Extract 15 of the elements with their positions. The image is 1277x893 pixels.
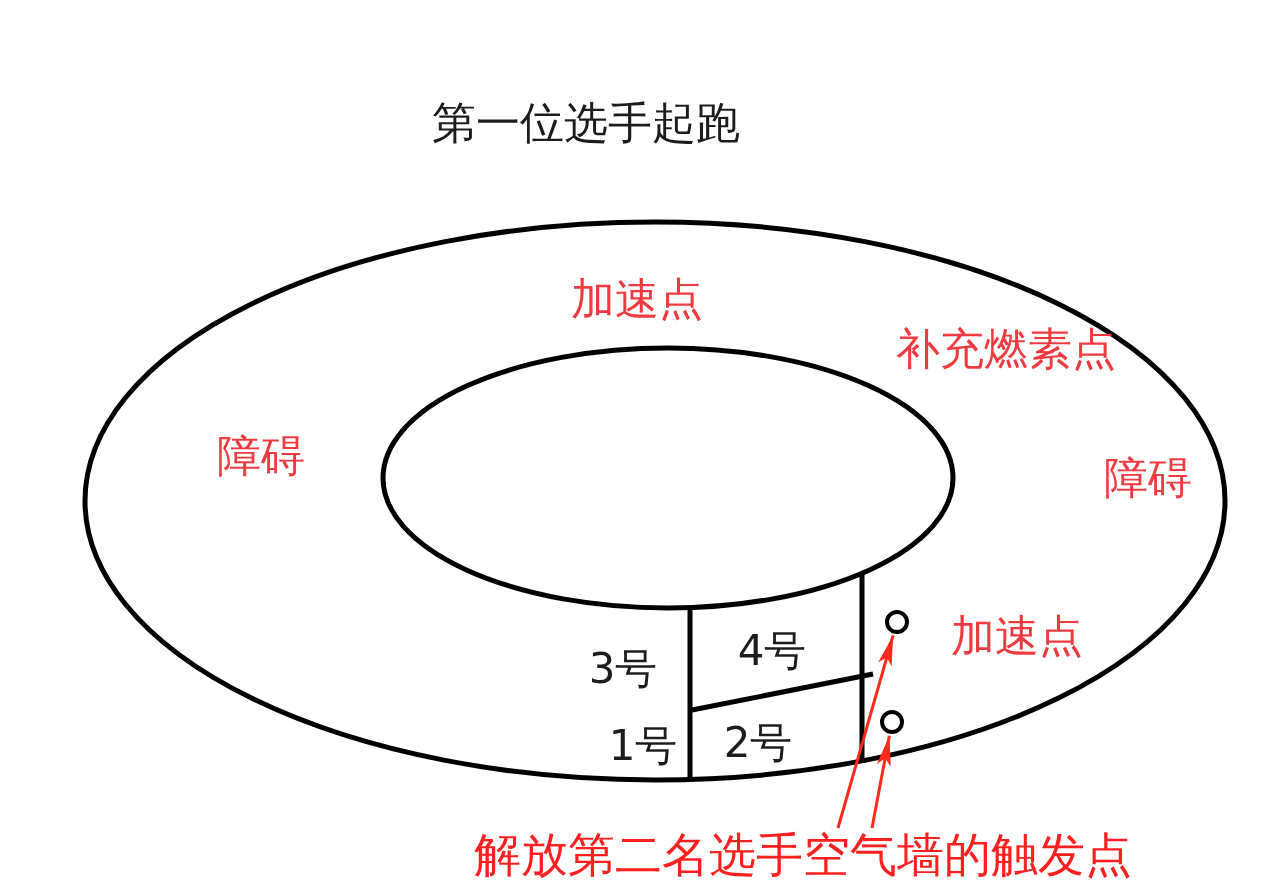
- area-label: 障碍: [1104, 452, 1192, 504]
- arrow: [836, 635, 895, 829]
- area-label: 障碍: [217, 430, 305, 482]
- diagram-title: 第一位选手起跑: [432, 97, 740, 149]
- callout-text: 解放第二名选手空气墙的触发点: [474, 828, 1132, 882]
- area-label: 加速点: [951, 610, 1083, 662]
- lane-label: 4号: [737, 626, 807, 676]
- lane-label: 2号: [723, 718, 793, 768]
- small-circle: [880, 710, 904, 734]
- area-label: 加速点: [571, 273, 703, 325]
- lane-label: 3号: [588, 644, 658, 694]
- area-label: 补充燃素点: [896, 323, 1116, 375]
- small-circle: [885, 610, 909, 634]
- lane-label: 1号: [608, 721, 678, 771]
- arrow: [870, 735, 891, 829]
